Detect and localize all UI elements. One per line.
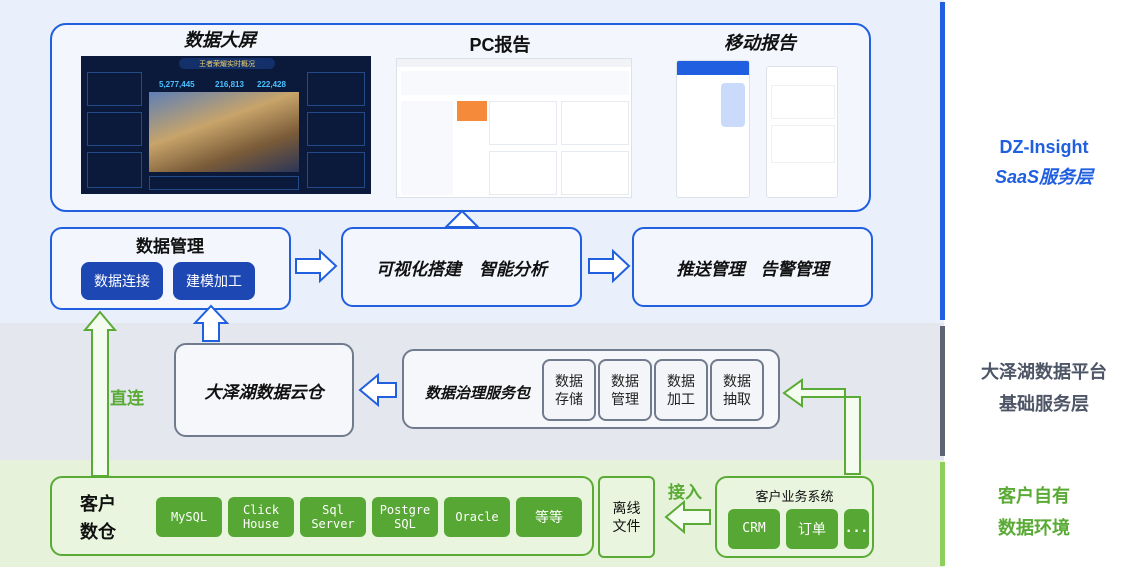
dashboard-kpi-2: 216,813 [215, 80, 244, 89]
saas-layer-label: DZ-Insight SaaS服务层 [950, 132, 1138, 192]
ingest-label: 接入 [668, 483, 702, 502]
pc-report-chart-1 [489, 101, 557, 145]
system-crm: CRM [728, 509, 780, 549]
data-management-title: 数据管理 [136, 237, 204, 256]
offline-files-label: 离线 文件 [612, 500, 641, 534]
base-layer-label-line2: 基础服务层 [999, 394, 1089, 414]
customer-warehouse-line2: 数仓 [80, 522, 116, 542]
mobile-report-2-card-2 [771, 125, 835, 163]
smart-analysis-label: 智能分析 [479, 259, 547, 279]
db-mysql: MySQL [156, 497, 222, 537]
dashboard-header-text: 王者荣耀实时概况 [199, 60, 255, 68]
pc-report-thumbnail [396, 58, 632, 198]
dashboard-header: 王者荣耀实时概况 [179, 58, 275, 69]
mobile-report-1-header [677, 61, 749, 75]
systems-to-files-arrow [664, 499, 711, 535]
mobile-report-title: 移动报告 [724, 33, 796, 53]
base-layer-label: 大泽湖数据平台 基础服务层 [950, 356, 1138, 420]
business-systems-title: 客户业务系统 [755, 489, 834, 504]
governance-title: 数据治理服务包 [425, 385, 531, 402]
dashboard-left-chart-3 [87, 152, 142, 188]
cloud-warehouse-box: 大泽湖数据云仓 [174, 343, 354, 437]
push-alert-box: 推送管理 告警管理 [632, 227, 873, 307]
offline-files-box: 离线 文件 [598, 476, 655, 558]
data-connection-button[interactable]: 数据连接 [81, 262, 163, 300]
dashboard-kpi-1: 5,277,445 [159, 80, 195, 89]
db-clickhouse: Click House [228, 497, 294, 537]
db-others: 等等 [516, 497, 582, 537]
dashboard-right-chart-1 [307, 72, 365, 106]
pc-report-chart-2 [561, 101, 629, 145]
pc-report-kpi-row [401, 71, 629, 95]
big-screen-thumbnail: 王者荣耀实时概况 5,277,445 216,813 222,428 [81, 56, 371, 194]
mobile-report-2-card-1 [771, 85, 835, 119]
direct-connection-label: 直连 [110, 389, 144, 408]
warehouse-to-modeling-arrow [192, 304, 230, 342]
analysis-to-reports-arrow [443, 209, 481, 228]
systems-to-governance-arrow [782, 378, 861, 475]
base-layer-marker [940, 326, 945, 456]
saas-layer-label-line1: DZ-Insight [999, 137, 1089, 157]
saas-layer-marker [940, 2, 945, 320]
base-layer-label-line1: 大泽湖数据平台 [981, 362, 1107, 382]
system-more: ... [844, 509, 869, 549]
pc-report-chart-3 [489, 151, 557, 195]
analysis-to-push-arrow [588, 248, 631, 284]
dashboard-kpi-3: 222,428 [257, 80, 286, 89]
mobile-report-thumbnail-2 [766, 66, 838, 198]
mobile-report-1-illustration [721, 83, 745, 127]
dashboard-bottom-panel [149, 176, 299, 190]
pc-report-chart-4 [561, 151, 629, 195]
governance-management: 数据 管理 [598, 359, 652, 421]
dashboard-right-chart-2 [307, 112, 365, 146]
customer-warehouse-line1: 客户 [80, 494, 116, 514]
pc-report-list [401, 101, 453, 195]
pc-report-topbar [397, 59, 631, 67]
governance-processing: 数据 加工 [654, 359, 708, 421]
db-oracle: Oracle [444, 497, 510, 537]
customer-layer-label: 客户自有 数据环境 [950, 480, 1118, 544]
governance-extraction: 数据 抽取 [710, 359, 764, 421]
pc-report-title: PC报告 [469, 35, 531, 55]
management-to-analysis-arrow [295, 248, 338, 284]
governance-storage: 数据 存储 [542, 359, 596, 421]
db-sqlserver: Sql Server [300, 497, 366, 537]
dashboard-left-chart-1 [87, 72, 142, 106]
dashboard-right-chart-3 [307, 152, 365, 188]
customer-layer-label-line2: 数据环境 [998, 518, 1070, 538]
dashboard-left-chart-2 [87, 112, 142, 146]
cloud-warehouse-label: 大泽湖数据云仓 [204, 382, 324, 402]
customer-layer-label-line1: 客户自有 [998, 486, 1070, 506]
db-postgresql: Postgre SQL [372, 497, 438, 537]
push-management-label: 推送管理 [676, 259, 745, 279]
big-screen-title: 数据大屏 [184, 30, 256, 50]
direct-arrow [82, 310, 118, 477]
system-orders: 订单 [786, 509, 838, 549]
saas-layer-label-line2: SaaS服务层 [994, 167, 1094, 187]
mobile-report-thumbnail-1 [676, 60, 750, 198]
customer-warehouse-title: 客户 数仓 [80, 490, 116, 546]
visual-analysis-box: 可视化搭建 智能分析 [341, 227, 582, 307]
alert-management-label: 告警管理 [760, 259, 829, 279]
customer-layer-marker [940, 462, 945, 566]
dashboard-hero-image [149, 92, 299, 172]
governance-to-warehouse-arrow [358, 372, 397, 408]
visual-build-label: 可视化搭建 [376, 259, 461, 279]
pc-report-banner [457, 101, 487, 121]
modeling-button[interactable]: 建模加工 [173, 262, 255, 300]
